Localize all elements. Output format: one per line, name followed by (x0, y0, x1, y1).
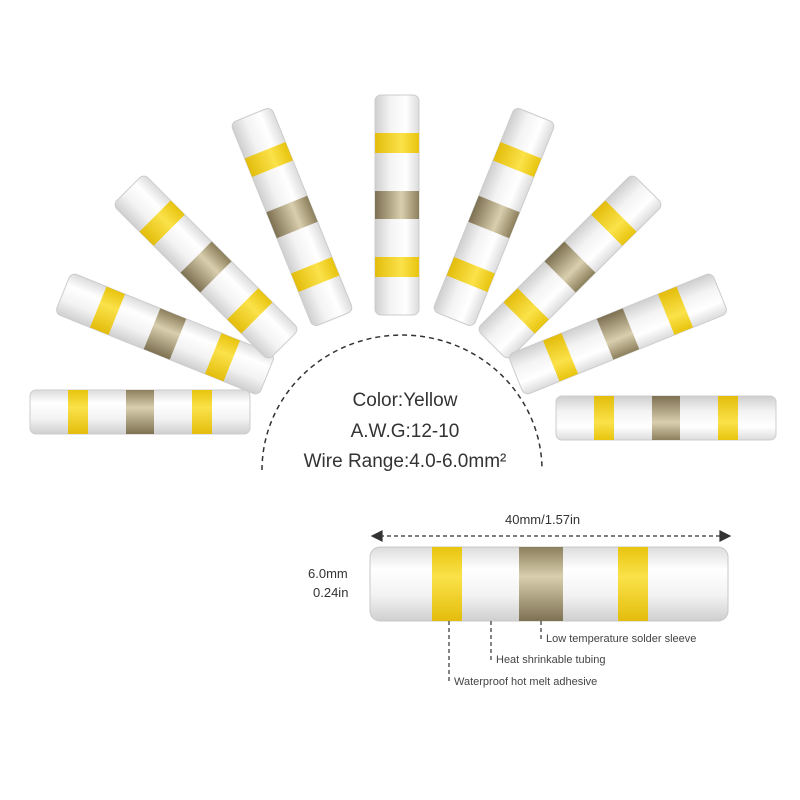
connector-band (244, 142, 293, 178)
connector-band (594, 396, 614, 440)
connector-band (591, 200, 637, 246)
connector-4 (231, 108, 353, 326)
connector-band (657, 286, 693, 335)
connector-solder (180, 241, 232, 293)
detail-connector (369, 546, 729, 622)
connector-solder (375, 191, 419, 219)
adhesive-band-right (618, 547, 648, 621)
connector-solder (126, 390, 154, 434)
callout-hot-melt-adhesive: Waterproof hot melt adhesive (454, 676, 598, 688)
connector-band (543, 333, 579, 382)
connector-band (375, 257, 419, 277)
adhesive-band-left (432, 547, 462, 621)
connector-solder (596, 308, 640, 360)
connector-band (139, 200, 185, 246)
connector-band (503, 288, 549, 334)
connector-9 (555, 395, 777, 441)
callout-solder-sleeve: Low temperature solder sleeve (546, 633, 697, 645)
solder-sleeve (519, 547, 563, 621)
connector-solder (266, 195, 318, 239)
connector-2 (56, 273, 274, 395)
connector-band (227, 288, 273, 334)
spec-color: Color:Yellow (352, 390, 458, 411)
connector-band (291, 256, 340, 292)
connector-band (375, 133, 419, 153)
connector-band (718, 396, 738, 440)
connector-7 (478, 175, 662, 359)
connector-band (90, 286, 126, 335)
connector-6 (433, 108, 555, 326)
connector-band (493, 142, 542, 178)
diameter-in-label: 0.24in (313, 585, 349, 600)
connector-solder (468, 195, 520, 239)
connector-band (192, 390, 212, 434)
connector-band (204, 333, 240, 382)
connector-group (29, 94, 777, 441)
connector-solder (143, 308, 187, 360)
callout-leaders (448, 621, 542, 683)
spec-wire-range: Wire Range:4.0-6.0mm² (303, 451, 507, 472)
length-dimension-arrow (370, 530, 732, 542)
connector-5 (374, 94, 420, 316)
length-label: 40mm/1.57in (505, 512, 581, 527)
dashed-arc (261, 334, 543, 471)
spec-awg: A.W.G:12-10 (350, 421, 460, 442)
callout-heat-shrink-tubing: Heat shrinkable tubing (496, 654, 606, 666)
connector-3 (114, 175, 298, 359)
connector-1 (29, 389, 251, 435)
diameter-mm-label: 6.0mm (308, 566, 348, 581)
connector-8 (509, 273, 727, 395)
connector-band (68, 390, 88, 434)
connector-solder (544, 241, 596, 293)
connector-band (446, 256, 495, 292)
connector-solder (652, 396, 680, 440)
